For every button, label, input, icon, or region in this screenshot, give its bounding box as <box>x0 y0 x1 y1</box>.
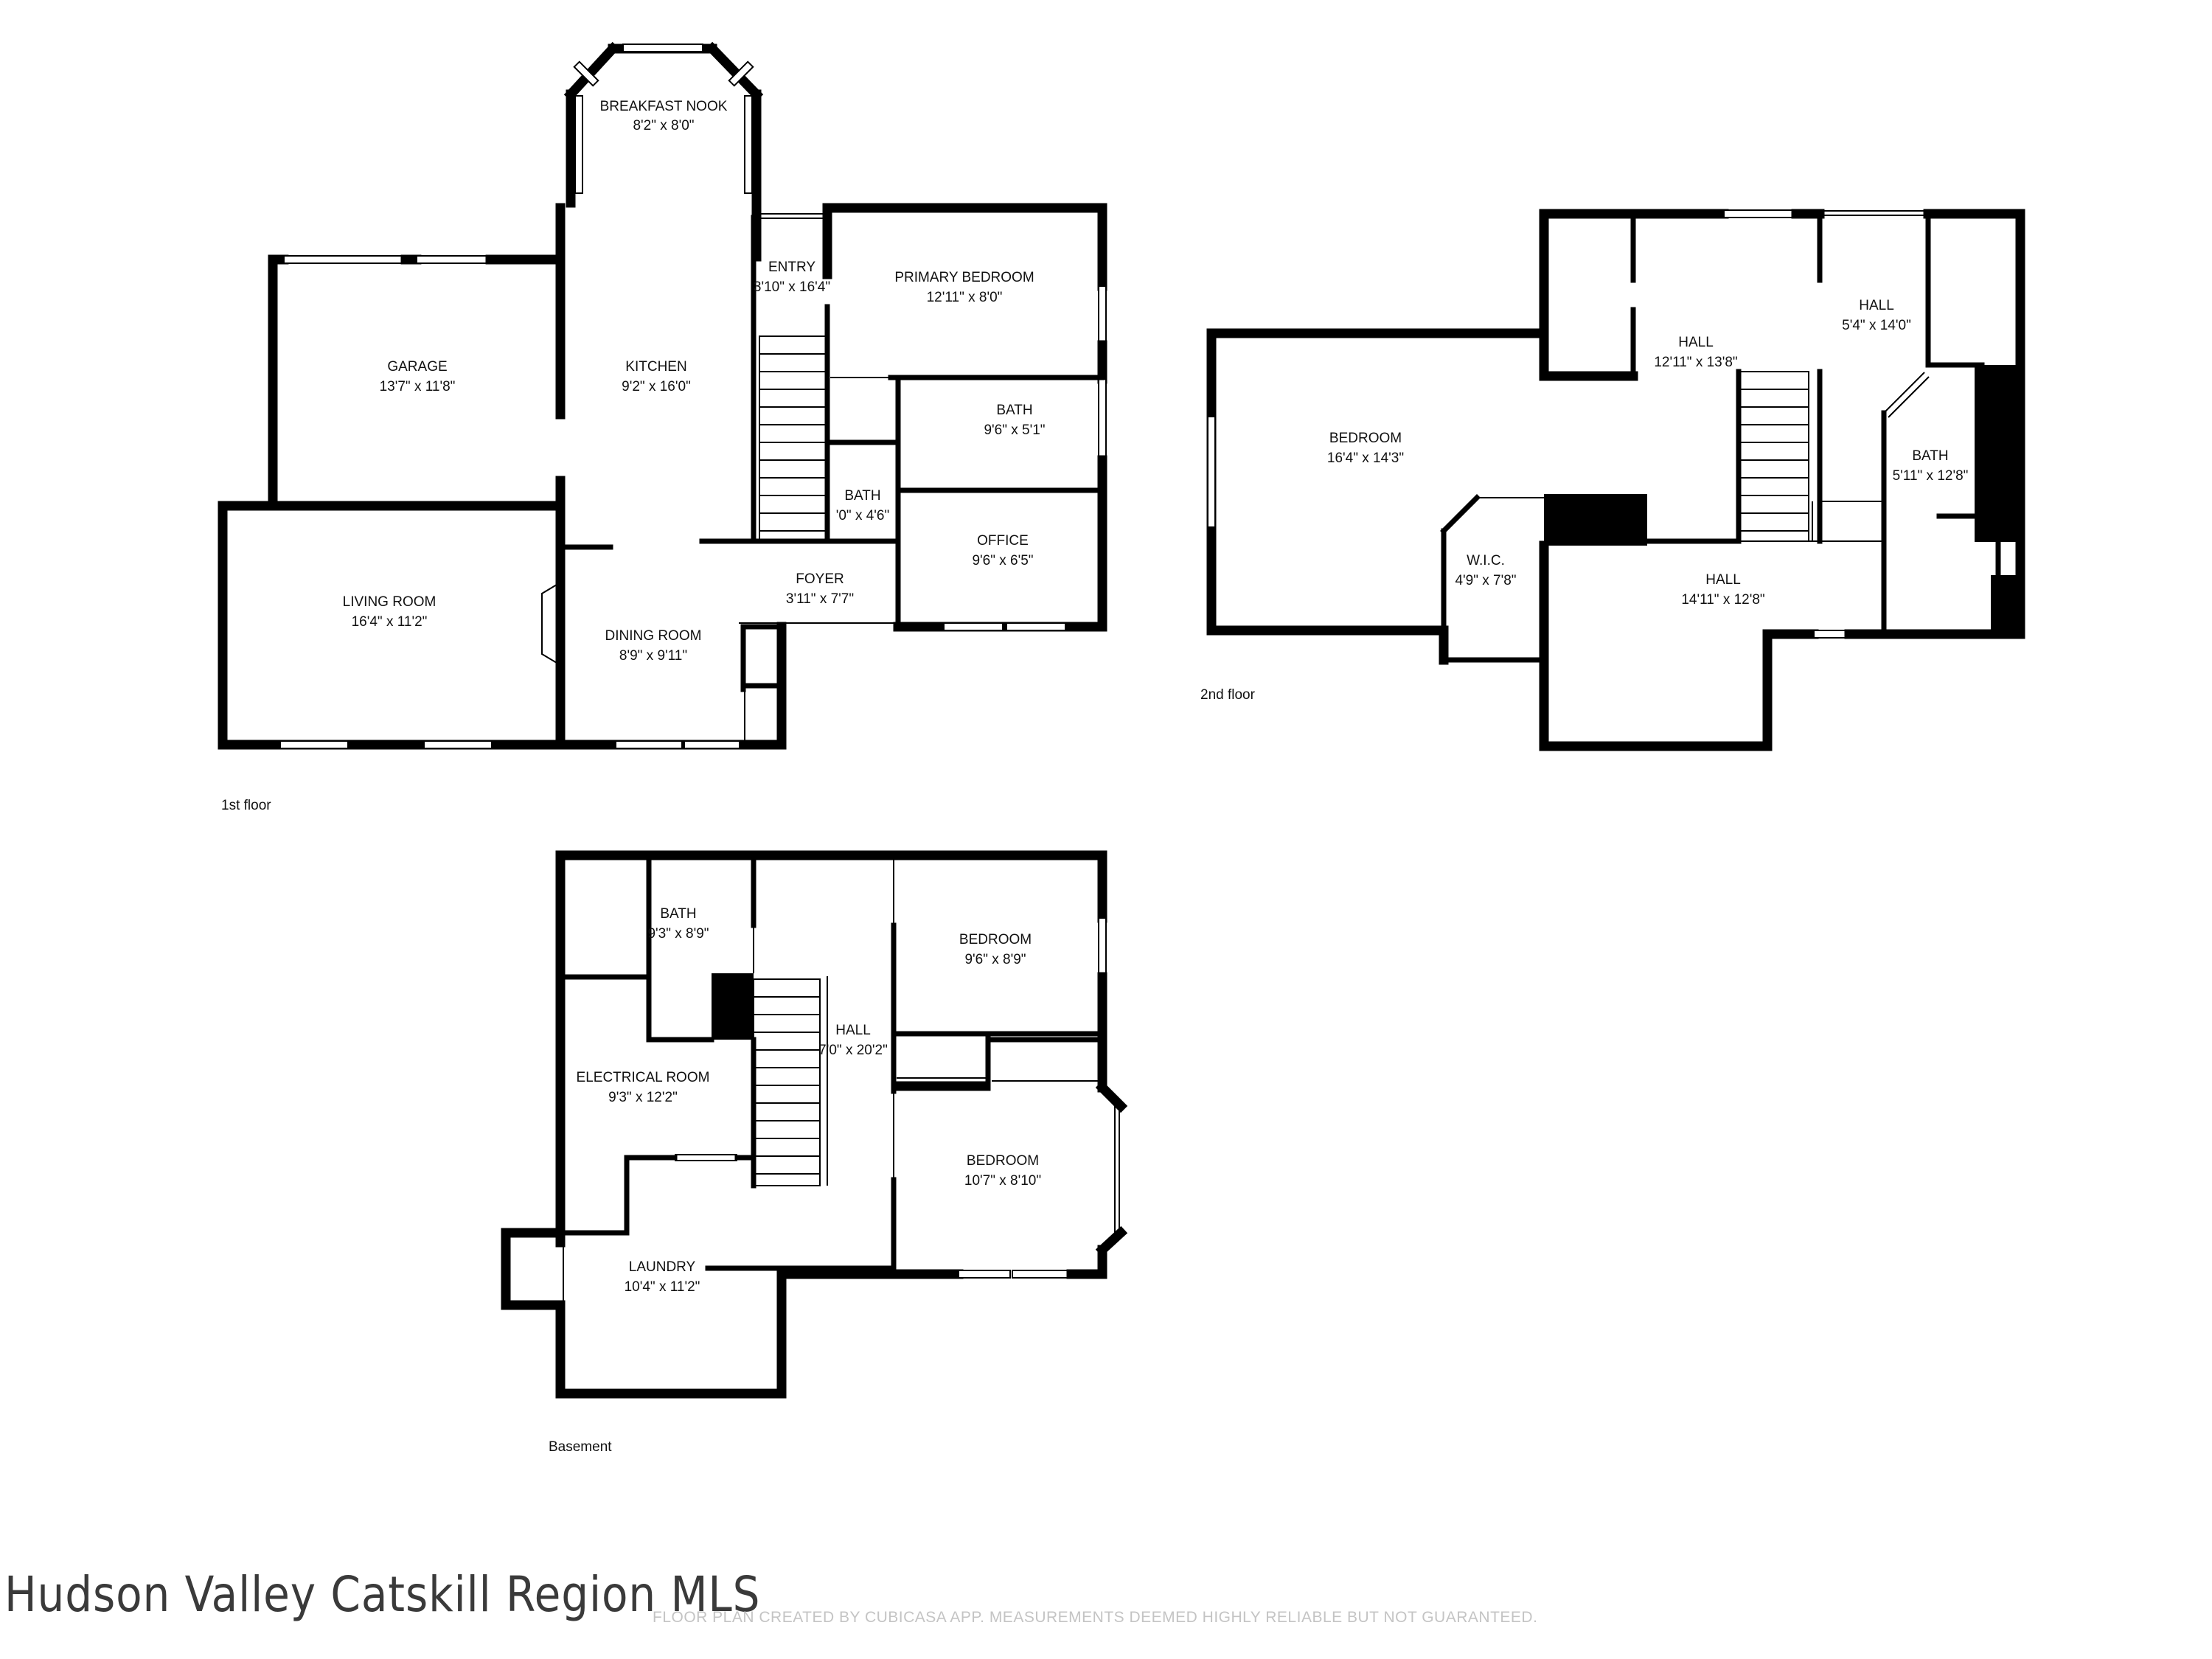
room-dim-bedroom-basement-a: 9'6" x 8'9" <box>964 952 1026 967</box>
room-name-bath-second: BATH <box>1912 448 1948 464</box>
room-name-kitchen: KITCHEN <box>625 359 686 375</box>
basement-stairs <box>753 978 821 1186</box>
room-name-bath-basement: BATH <box>660 906 696 922</box>
room-dim-bedroom-second: 16'4" x 14'3" <box>1327 451 1404 466</box>
room-dim-primary-bedroom: 12'11" x 8'0" <box>927 290 1003 305</box>
floor-label-second: 2nd floor <box>1200 687 1256 703</box>
disclaimer-text: FLOOR PLAN CREATED BY CUBICASA APP. MEAS… <box>653 1609 1538 1626</box>
room-name-laundry: LAUNDRY <box>629 1259 696 1275</box>
second-floor-plan <box>1206 209 2025 751</box>
room-dim-wic: 4'9" x 7'8" <box>1455 573 1516 588</box>
room-name-living-room: LIVING ROOM <box>343 594 437 610</box>
room-name-garage: GARAGE <box>387 359 447 375</box>
mls-watermark: Hudson Valley Catskill Region MLS <box>4 1566 761 1623</box>
room-dim-living-room: 16'4" x 11'2" <box>352 614 428 630</box>
room-dim-bath-second: 5'11" x 12'8" <box>1893 468 1969 484</box>
room-dim-bedroom-basement-b: 10'7" x 8'10" <box>964 1173 1041 1189</box>
floor-label-basement: Basement <box>549 1439 612 1455</box>
room-name-wic: W.I.C. <box>1467 553 1505 568</box>
floor-label-first: 1st floor <box>221 798 271 813</box>
room-dim-kitchen: 9'2" x 16'0" <box>622 379 691 394</box>
room-name-primary-bedroom: PRIMARY BEDROOM <box>894 270 1034 285</box>
room-name-bedroom-second: BEDROOM <box>1329 431 1402 446</box>
room-dim-hall-second-b: 12'11" x 13'8" <box>1654 355 1737 370</box>
room-name-entry: ENTRY <box>768 260 815 275</box>
room-dim-bath-first-a: 9'6" x 5'1" <box>984 422 1045 438</box>
room-name-bedroom-basement-b: BEDROOM <box>967 1153 1039 1169</box>
room-dim-office: 9'6" x 6'5" <box>972 553 1033 568</box>
room-name-foyer: FOYER <box>796 571 844 587</box>
room-name-bath-first-b: BATH <box>844 488 880 504</box>
room-dim-hall-second-a: 5'4" x 14'0" <box>1842 318 1911 333</box>
room-name-hall-second-a: HALL <box>1859 298 1894 313</box>
room-dim-bath-basement: 9'3" x 8'9" <box>647 926 709 942</box>
room-name-bath-first-a: BATH <box>996 403 1032 418</box>
room-name-office: OFFICE <box>977 533 1029 549</box>
room-name-bedroom-basement-a: BEDROOM <box>959 932 1032 947</box>
room-name-hall-second-b: HALL <box>1678 335 1714 350</box>
room-dim-bath-first-b: '0" x 4'6" <box>836 508 890 524</box>
first-floor-plan <box>218 41 1107 750</box>
room-name-breakfast-nook: BREAKFAST NOOK <box>600 99 728 114</box>
room-labels: BREAKFAST NOOK 8'2" x 8'0" ENTRY 3'10" x… <box>343 99 1969 1295</box>
room-name-hall-basement: HALL <box>835 1023 871 1038</box>
first-floor-stairs <box>759 335 828 542</box>
room-name-electrical-room: ELECTRICAL ROOM <box>577 1070 710 1085</box>
room-dim-dining-room: 8'9" x 9'11" <box>619 648 687 664</box>
room-dim-electrical-room: 9'3" x 12'2" <box>608 1090 678 1105</box>
room-dim-breakfast-nook: 8'2" x 8'0" <box>633 118 694 133</box>
second-floor-stairs <box>1738 371 1809 542</box>
room-dim-hall-second-c: 14'11" x 12'8" <box>1681 592 1764 608</box>
room-name-hall-second-c: HALL <box>1705 572 1741 588</box>
room-dim-laundry: 10'4" x 11'2" <box>625 1279 700 1295</box>
basement-plan <box>501 850 1128 1399</box>
room-name-dining-room: DINING ROOM <box>605 628 702 644</box>
room-dim-entry: 3'10" x 16'4" <box>754 279 830 295</box>
room-dim-foyer: 3'11" x 7'7" <box>786 591 854 607</box>
room-dim-hall-basement: 7'0" x 20'2" <box>818 1043 888 1058</box>
room-dim-garage: 13'7" x 11'8" <box>380 379 456 394</box>
